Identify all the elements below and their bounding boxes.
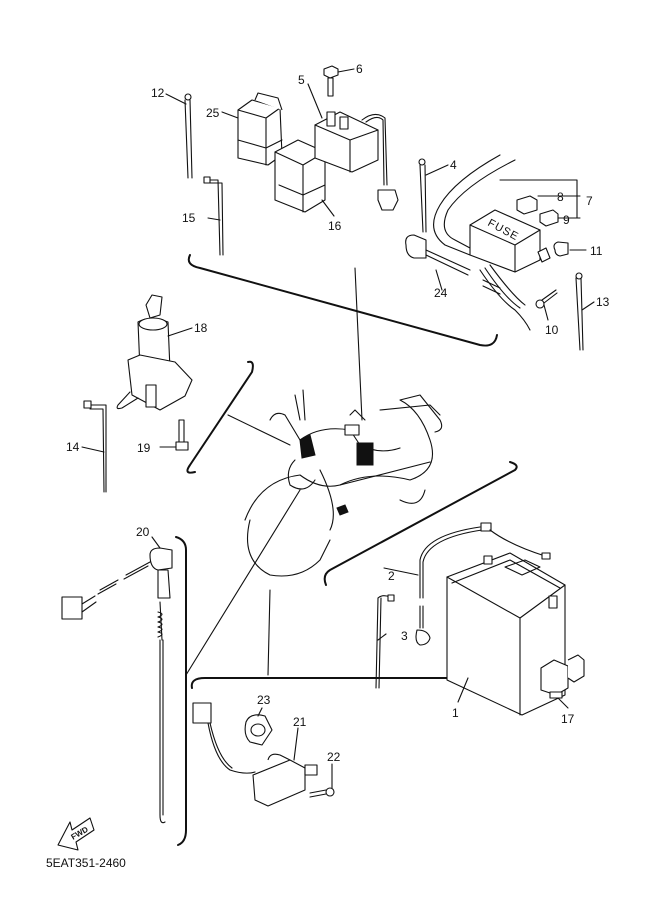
callout-24[interactable]: 24 (434, 286, 448, 300)
part-9-fuse[interactable] (539, 209, 559, 227)
part-14-cable-tie[interactable] (83, 400, 107, 493)
callout-6[interactable]: 6 (356, 62, 363, 76)
callout-5[interactable]: 5 (298, 73, 305, 87)
part-20-brake-switch[interactable] (61, 547, 173, 824)
callout-22[interactable]: 22 (327, 750, 341, 764)
callout-23[interactable]: 23 (257, 693, 271, 707)
part-8-fuse[interactable] (516, 195, 538, 215)
part-10-screw[interactable] (535, 289, 558, 309)
fwd-arrow-icon: FWD (57, 817, 95, 851)
callout-7[interactable]: 7 (586, 194, 593, 208)
callout-3[interactable]: 3 (401, 629, 408, 643)
callout-15[interactable]: 15 (182, 211, 196, 225)
callout-20[interactable]: 20 (136, 525, 150, 539)
callout-13[interactable]: 13 (596, 295, 610, 309)
callout-1[interactable]: 1 (452, 706, 459, 720)
part-13-cable-tie[interactable] (575, 272, 584, 351)
part-24-lead[interactable] (405, 234, 501, 295)
part-15-cable-tie[interactable] (203, 176, 224, 256)
part-21-neutral-switch[interactable] (192, 702, 318, 807)
part-18-main-switch[interactable] (116, 294, 193, 411)
part-2-battery-cable[interactable] (415, 522, 551, 646)
callout-19[interactable]: 19 (137, 441, 151, 455)
part-11-grommet[interactable] (553, 241, 569, 257)
callout-17[interactable]: 17 (561, 712, 575, 726)
part-23-clamp[interactable] (244, 714, 273, 746)
part-6-bolt[interactable] (323, 65, 339, 97)
callout-14[interactable]: 14 (66, 440, 80, 454)
part-22-screw[interactable] (309, 787, 335, 798)
callout-12[interactable]: 12 (151, 86, 165, 100)
callout-25[interactable]: 25 (206, 106, 220, 120)
callout-labels: 12 25 5 6 16 15 4 8 7 9 11 24 10 13 18 1… (66, 62, 610, 764)
motorcycle-outline (244, 389, 443, 577)
callout-18[interactable]: 18 (194, 321, 208, 335)
part-19-bolt[interactable] (175, 419, 189, 451)
callout-11[interactable]: 11 (590, 244, 603, 258)
part-4-cable-tie[interactable] (418, 158, 427, 233)
group-brackets (175, 254, 518, 846)
part-17-relay[interactable] (540, 654, 585, 699)
part-12-cable-tie[interactable] (184, 93, 193, 179)
part-5-starter-relay[interactable] (314, 111, 399, 211)
callout-10[interactable]: 10 (545, 323, 559, 337)
part-1-battery[interactable] (446, 552, 566, 716)
diagram-code: 5EAT351-2460 (46, 856, 126, 870)
callout-21[interactable]: 21 (293, 715, 307, 729)
part-7-fuse-set[interactable]: FUSE (433, 154, 578, 331)
callout-4[interactable]: 4 (450, 158, 457, 172)
leader-lines (81, 68, 595, 789)
part-3-cable-tie[interactable] (375, 594, 395, 689)
callout-9[interactable]: 9 (563, 213, 570, 227)
callout-8[interactable]: 8 (557, 190, 564, 204)
callout-16[interactable]: 16 (328, 219, 342, 233)
callout-2[interactable]: 2 (388, 569, 395, 583)
